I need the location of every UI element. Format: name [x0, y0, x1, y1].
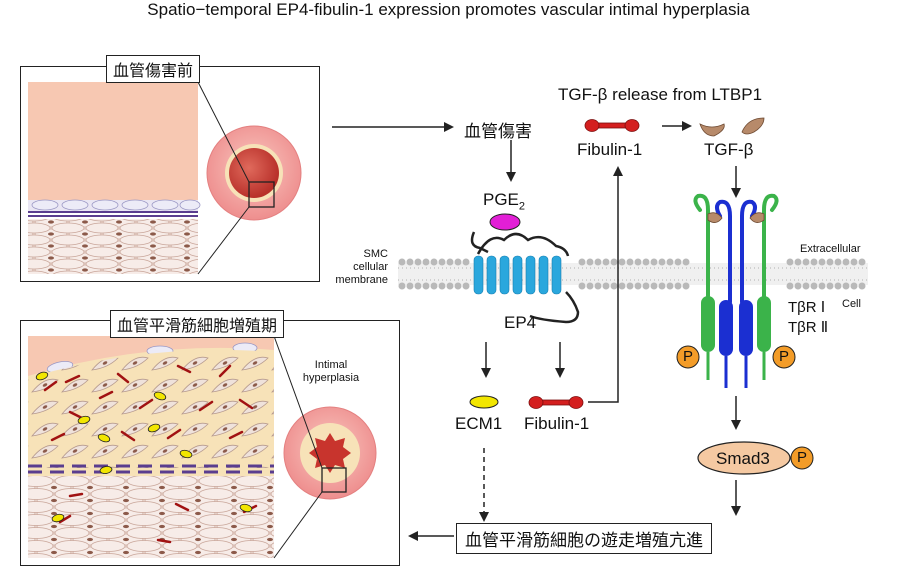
tgfb-dimer [699, 117, 765, 137]
endothelial-layer [28, 199, 201, 212]
receptor-2-label: TβR Ⅱ [788, 319, 829, 336]
phospho-left-label: P [683, 348, 694, 365]
tgfb-release-label: TGF-β release from LTBP1 [558, 85, 763, 104]
pge2-text: PGE [483, 190, 519, 209]
phospho-right [772, 345, 796, 369]
figure-title: Spatio−temporal EP4-fibulin-1 expression… [147, 0, 750, 19]
panel-proliferation-label: 血管平滑筋細胞増殖期 [110, 310, 285, 338]
fibulin-lower-molecule [528, 396, 584, 409]
pge2-molecule [489, 213, 521, 231]
receptor-1-label: TβR Ⅰ [788, 299, 826, 316]
smad3-molecule [697, 441, 791, 475]
ep4-label: EP4 [504, 313, 537, 332]
fibulin-upper-label: Fibulin-1 [577, 140, 643, 159]
pge2-label: PGE2 [483, 190, 525, 212]
tgfb-receptor-complex [676, 193, 796, 388]
intimal-hyperplasia-label: Intimal hyperplasia [302, 359, 360, 384]
media-smc-layer [28, 219, 198, 274]
vessel-cross-section-hyperplasia [283, 406, 377, 500]
injury-label: 血管傷害 [464, 122, 532, 141]
fibulin-lower-label: Fibulin-1 [524, 414, 590, 433]
lumen-area [28, 336, 274, 376]
fibulin-upper-molecule [584, 119, 640, 132]
phospho-right-label: P [779, 348, 790, 365]
phospho-left [676, 345, 700, 369]
panel-before-label: 血管傷害前 [106, 55, 201, 83]
neointima-layer [28, 349, 274, 468]
pge2-subscript: 2 [518, 200, 526, 213]
ep4-receptor [470, 231, 580, 324]
tissue-ecm1-molecules [35, 371, 253, 523]
lumen-area [28, 82, 198, 202]
smad3-label: Smad3 [716, 449, 770, 468]
vessel-cross-section-normal [206, 125, 302, 221]
extracellular-label: Extracellular [800, 243, 861, 255]
ecm1-label: ECM1 [455, 414, 503, 433]
outcome-box: 血管平滑筋細胞の遊走増殖亢進 [456, 523, 712, 554]
cell-label: Cell [842, 298, 861, 310]
ecm1-molecule [469, 395, 499, 409]
cell-membrane [398, 258, 868, 290]
smad3-phospho-label: P [797, 449, 808, 466]
tgfb-label: TGF-β [704, 140, 754, 159]
pathway-arrows [332, 121, 741, 541]
membrane-label: SMC cellular membrane [335, 248, 388, 286]
smad3-phospho [790, 446, 814, 470]
